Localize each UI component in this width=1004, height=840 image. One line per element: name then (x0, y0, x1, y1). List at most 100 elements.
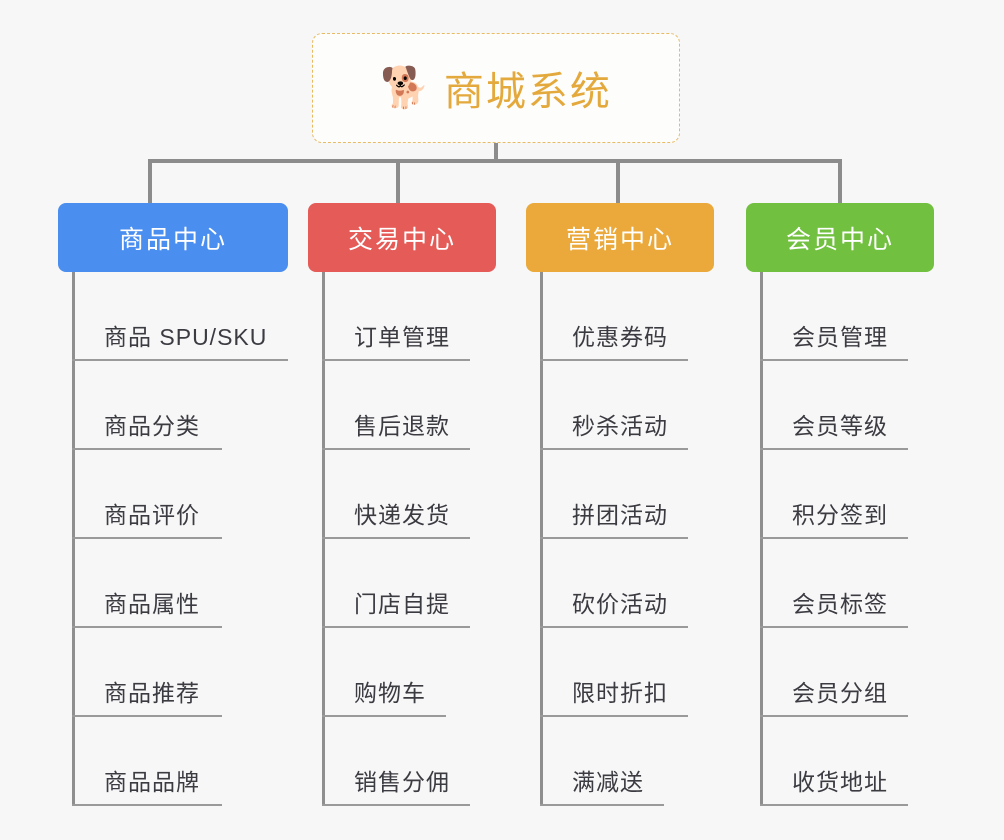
root-node[interactable]: 🐕 商城系统 (312, 33, 680, 143)
list-item[interactable]: 收货地址 (746, 717, 934, 806)
branch-spine-3 (760, 272, 763, 806)
item-label: 会员分组 (792, 680, 888, 706)
item-underline (540, 537, 688, 539)
item-underline (72, 537, 222, 539)
list-item[interactable]: 秒杀活动 (526, 361, 714, 450)
item-label: 商品 SPU/SKU (104, 324, 268, 350)
item-underline (322, 448, 470, 450)
item-label: 商品属性 (104, 591, 200, 617)
list-item[interactable]: 商品评价 (58, 450, 288, 539)
list-item[interactable]: 满减送 (526, 717, 714, 806)
item-underline (540, 626, 688, 628)
item-label: 门店自提 (354, 591, 450, 617)
item-underline (540, 715, 688, 717)
item-underline (322, 804, 470, 806)
item-label: 商品分类 (104, 413, 200, 439)
item-label: 销售分佣 (354, 769, 450, 795)
list-item[interactable]: 会员标签 (746, 539, 934, 628)
item-label: 砍价活动 (572, 591, 668, 617)
item-underline (322, 359, 470, 361)
item-underline (72, 626, 222, 628)
item-label: 拼团活动 (572, 502, 668, 528)
list-item[interactable]: 会员管理 (746, 272, 934, 361)
list-item[interactable]: 门店自提 (308, 539, 496, 628)
branch-items-2: 优惠券码 秒杀活动 拼团活动 砍价活动 限时折扣 满减送 (526, 272, 714, 806)
item-underline (72, 448, 222, 450)
list-item[interactable]: 快递发货 (308, 450, 496, 539)
item-label: 会员管理 (792, 324, 888, 350)
item-underline (760, 448, 908, 450)
item-underline (322, 626, 470, 628)
item-label: 优惠券码 (572, 324, 668, 350)
item-underline (72, 804, 222, 806)
list-item[interactable]: 会员等级 (746, 361, 934, 450)
item-underline (72, 359, 288, 361)
item-label: 购物车 (354, 680, 426, 706)
branch-column-0: 商品中心 商品 SPU/SKU 商品分类 商品评价 商品属性 商品推荐 (58, 203, 288, 806)
branch-column-1: 交易中心 订单管理 售后退款 快递发货 门店自提 购物车 (308, 203, 496, 806)
list-item[interactable]: 限时折扣 (526, 628, 714, 717)
list-item[interactable]: 拼团活动 (526, 450, 714, 539)
branch-items-3: 会员管理 会员等级 积分签到 会员标签 会员分组 收货地址 (746, 272, 934, 806)
root-title: 商城系统 (443, 70, 612, 114)
connector-root-stem (494, 143, 498, 162)
item-underline (760, 537, 908, 539)
list-item[interactable]: 商品 SPU/SKU (58, 272, 288, 361)
item-underline (760, 359, 908, 361)
list-item[interactable]: 订单管理 (308, 272, 496, 361)
list-item[interactable]: 购物车 (308, 628, 496, 717)
item-label: 订单管理 (354, 324, 450, 350)
branch-spine-2 (540, 272, 543, 806)
connector-drop-1 (396, 159, 400, 205)
item-label: 限时折扣 (572, 680, 668, 706)
branch-header-2[interactable]: 营销中心 (526, 203, 714, 272)
item-underline (540, 804, 664, 806)
list-item[interactable]: 售后退款 (308, 361, 496, 450)
branch-items-0: 商品 SPU/SKU 商品分类 商品评价 商品属性 商品推荐 商品品牌 (58, 272, 288, 806)
list-item[interactable]: 会员分组 (746, 628, 934, 717)
item-label: 商品推荐 (104, 680, 200, 706)
list-item[interactable]: 商品品牌 (58, 717, 288, 806)
list-item[interactable]: 商品属性 (58, 539, 288, 628)
branch-header-1[interactable]: 交易中心 (308, 203, 496, 272)
branch-spine-0 (72, 272, 75, 806)
item-label: 积分签到 (792, 502, 888, 528)
item-label: 售后退款 (354, 413, 450, 439)
branch-header-0[interactable]: 商品中心 (58, 203, 288, 272)
item-underline (540, 359, 688, 361)
item-label: 收货地址 (792, 769, 888, 795)
branch-header-3[interactable]: 会员中心 (746, 203, 934, 272)
item-label: 会员等级 (792, 413, 888, 439)
item-label: 秒杀活动 (572, 413, 668, 439)
item-label: 满减送 (572, 769, 644, 795)
branch-header-label-1: 交易中心 (347, 225, 456, 254)
item-underline (540, 448, 688, 450)
branch-header-label-2: 营销中心 (565, 225, 674, 254)
item-underline (322, 537, 470, 539)
item-label: 商品评价 (104, 502, 200, 528)
branch-column-3: 会员中心 会员管理 会员等级 积分签到 会员标签 会员分组 (746, 203, 934, 806)
item-underline (760, 715, 908, 717)
shiba-dog-icon: 🐕 (380, 66, 430, 110)
list-item[interactable]: 积分签到 (746, 450, 934, 539)
item-label: 会员标签 (792, 591, 888, 617)
branch-header-label-3: 会员中心 (785, 225, 894, 254)
connector-drop-3 (838, 159, 842, 205)
connector-drop-2 (616, 159, 620, 205)
item-underline (322, 715, 446, 717)
item-label: 快递发货 (354, 502, 450, 528)
branch-column-2: 营销中心 优惠券码 秒杀活动 拼团活动 砍价活动 限时折扣 (526, 203, 714, 806)
branch-items-1: 订单管理 售后退款 快递发货 门店自提 购物车 销售分佣 (308, 272, 496, 806)
list-item[interactable]: 销售分佣 (308, 717, 496, 806)
list-item[interactable]: 优惠券码 (526, 272, 714, 361)
list-item[interactable]: 砍价活动 (526, 539, 714, 628)
item-underline (760, 804, 908, 806)
connector-drop-0 (148, 159, 152, 205)
item-underline (72, 715, 222, 717)
item-underline (760, 626, 908, 628)
connector-horizontal-bus (148, 159, 842, 163)
list-item[interactable]: 商品推荐 (58, 628, 288, 717)
list-item[interactable]: 商品分类 (58, 361, 288, 450)
item-label: 商品品牌 (104, 769, 200, 795)
